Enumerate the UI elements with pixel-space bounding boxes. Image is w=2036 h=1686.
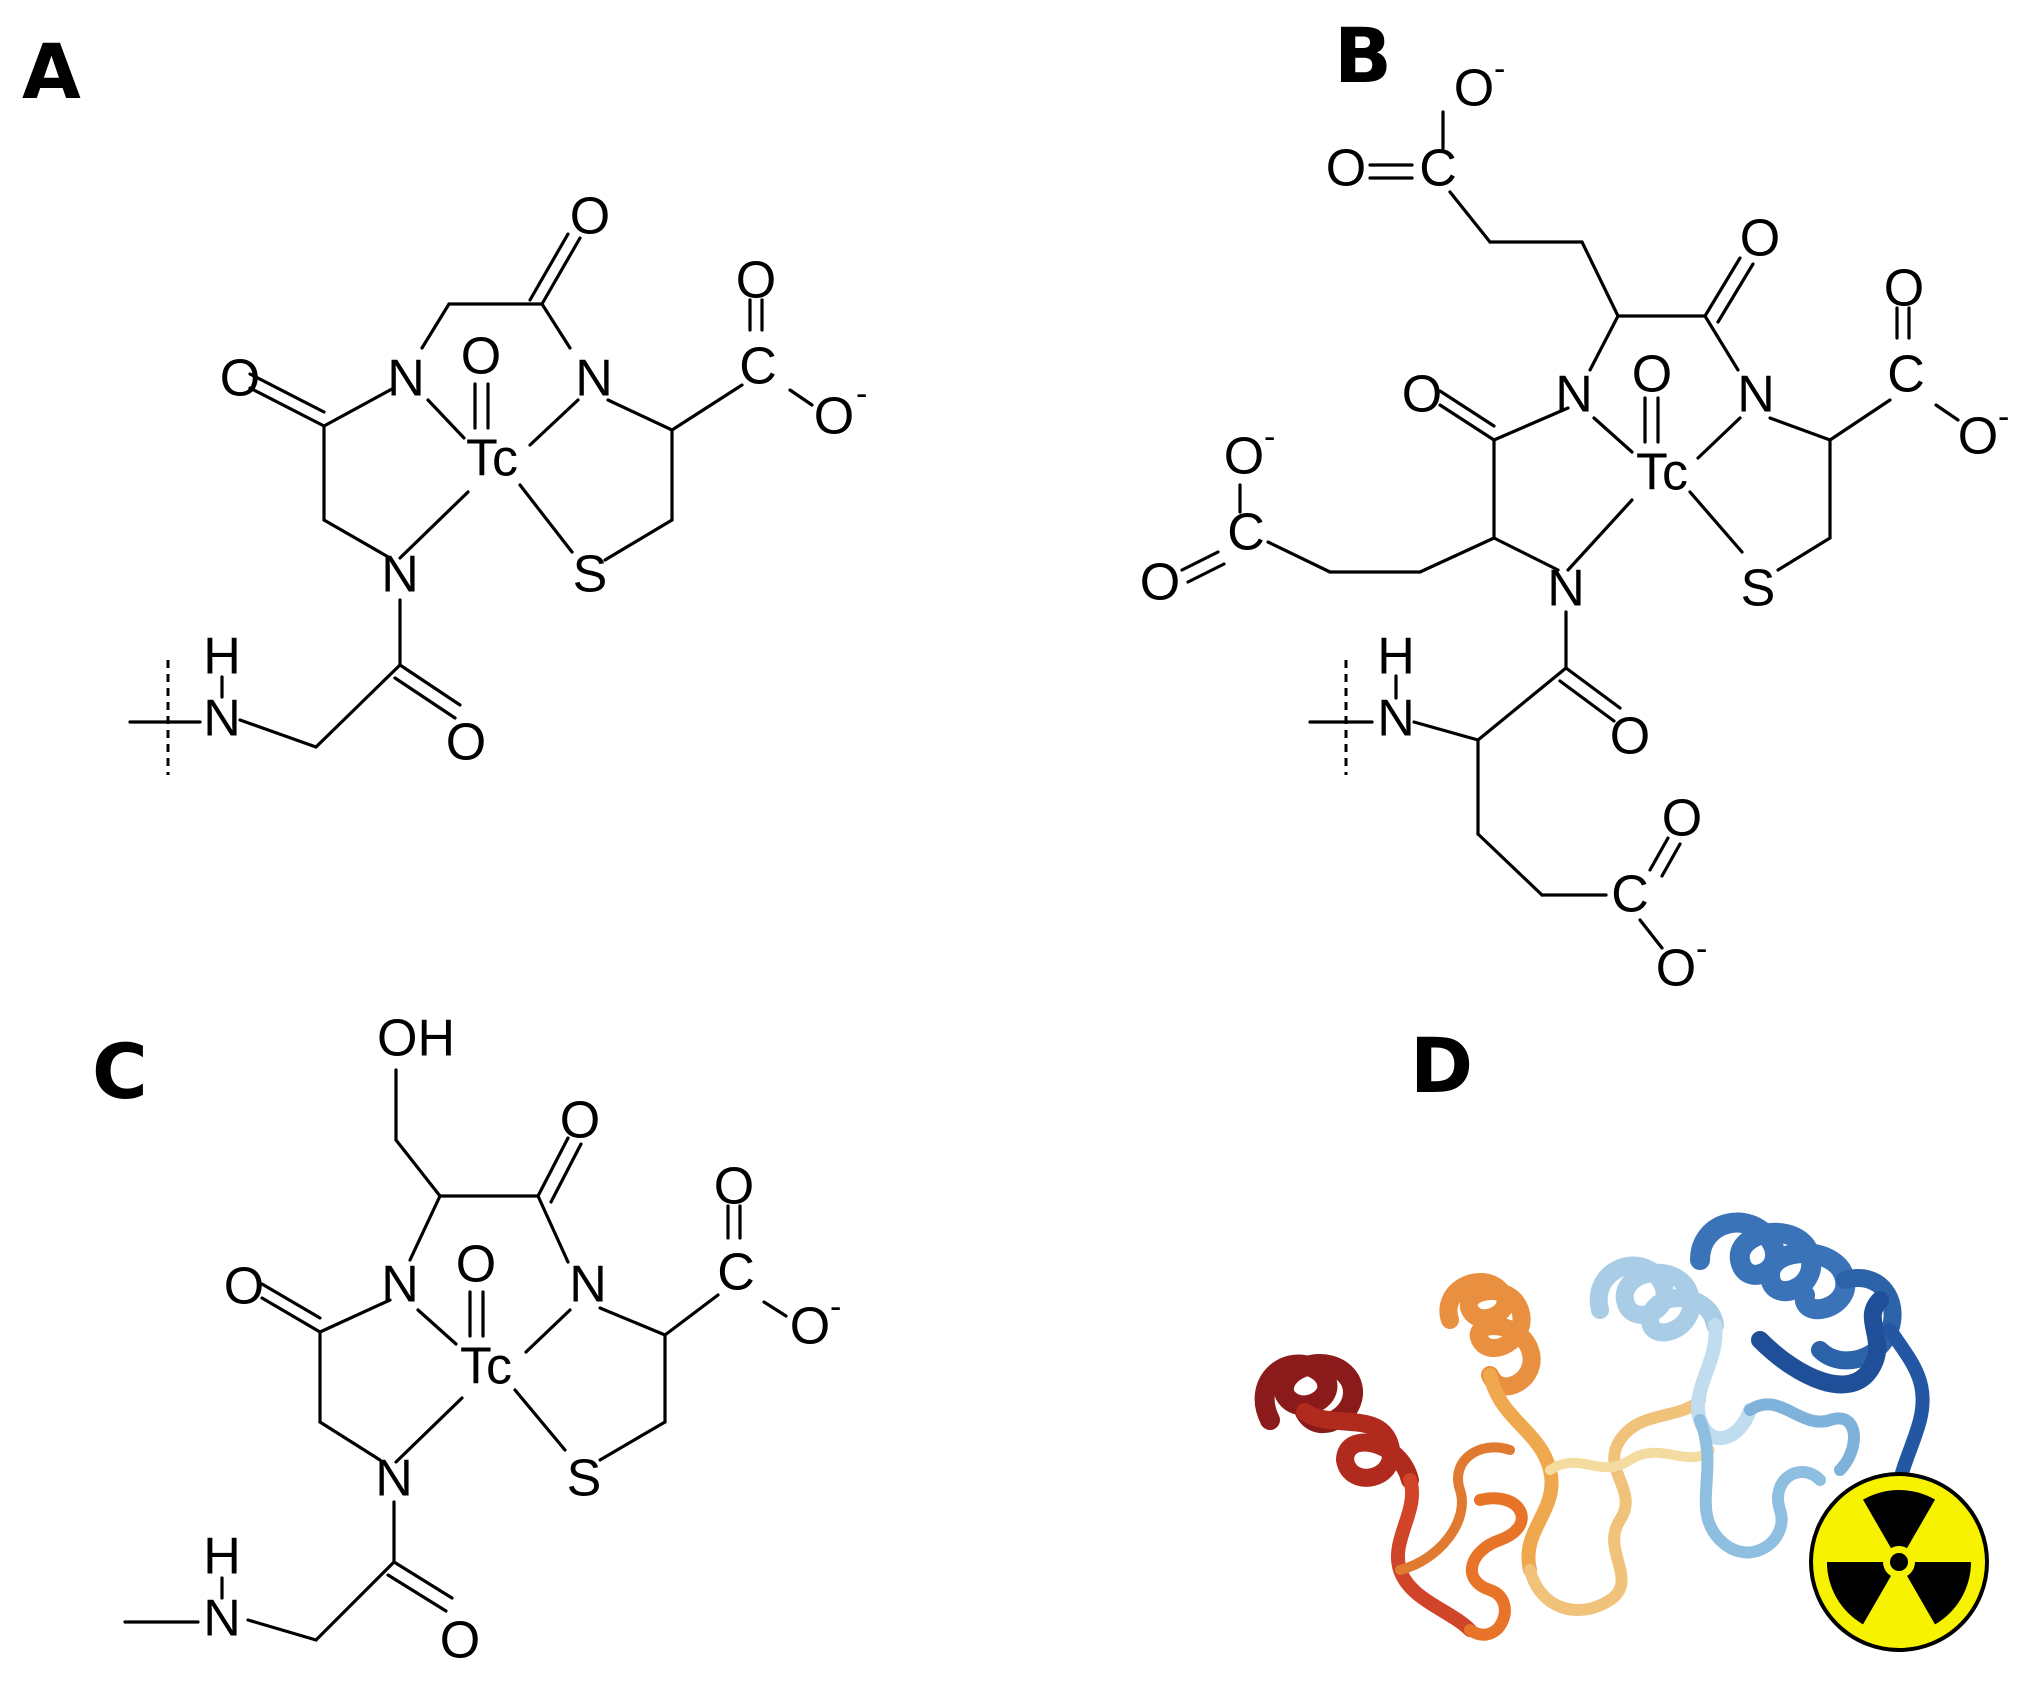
- panel-label-a: A: [22, 27, 81, 116]
- atom-n: N: [381, 1256, 419, 1314]
- atom-o: O: [1884, 260, 1924, 318]
- panel-label-d: D: [1410, 1021, 1473, 1110]
- panel-d: D: [1254, 1021, 1989, 1652]
- atom-o: O: [446, 714, 486, 772]
- atom-o: O: [1224, 428, 1264, 486]
- atom-o: O: [1610, 708, 1650, 766]
- atom-n: N: [575, 350, 613, 408]
- atom-h: H: [203, 628, 241, 686]
- panel-c-bonds: [123, 1068, 788, 1642]
- atom-c: C: [1611, 866, 1649, 924]
- atom-c: C: [1887, 346, 1925, 404]
- atom-n: N: [203, 690, 241, 748]
- atom-o: O: [440, 1612, 480, 1670]
- atom-n: N: [203, 1590, 241, 1648]
- atom-c: C: [1419, 140, 1457, 198]
- atom-oh: OH: [377, 1010, 455, 1068]
- charge-minus: -: [856, 375, 867, 413]
- atom-s: S: [1741, 560, 1776, 618]
- atom-n: N: [375, 1450, 413, 1508]
- atom-n: N: [381, 546, 419, 604]
- atom-n: N: [1377, 690, 1415, 748]
- atom-o: O: [1632, 346, 1672, 404]
- atom-o: O: [570, 188, 610, 246]
- atom-o: O: [1454, 60, 1494, 118]
- atom-c: C: [717, 1244, 755, 1302]
- atom-n: N: [1547, 560, 1585, 618]
- atom-tc: Tc: [460, 1338, 512, 1396]
- atom-h: H: [1377, 628, 1415, 686]
- protein-ribbon-icon: [1254, 1212, 1930, 1641]
- atom-n: N: [387, 350, 425, 408]
- panel-a-bonds: [128, 232, 814, 775]
- charge-minus: -: [1494, 50, 1505, 88]
- atom-o: O: [1662, 790, 1702, 848]
- atom-o: O: [456, 1236, 496, 1294]
- panel-label-b: B: [1334, 11, 1392, 100]
- atom-o: O: [1326, 140, 1366, 198]
- atom-tc: Tc: [466, 430, 518, 488]
- atom-o: O: [814, 388, 854, 446]
- panel-a: A: [22, 27, 867, 775]
- panel-b: B: [1140, 11, 2010, 998]
- atom-o: O: [461, 328, 501, 386]
- charge-minus: -: [1264, 418, 1275, 456]
- atom-o: O: [560, 1092, 600, 1150]
- atom-n: N: [569, 1256, 607, 1314]
- atom-o: O: [1656, 940, 1696, 998]
- atom-o: O: [736, 252, 776, 310]
- atom-o: O: [220, 350, 260, 408]
- atom-o: O: [790, 1298, 830, 1356]
- atom-n: N: [1555, 366, 1593, 424]
- atom-n: N: [1737, 366, 1775, 424]
- panel-b-bonds: [1180, 110, 1960, 950]
- charge-minus: -: [830, 1288, 841, 1326]
- atom-o: O: [714, 1158, 754, 1216]
- atom-s: S: [567, 1450, 602, 1508]
- atom-c: C: [739, 338, 777, 396]
- charge-minus: -: [1696, 930, 1707, 968]
- panel-label-c: C: [92, 1027, 148, 1116]
- atom-h: H: [203, 1528, 241, 1586]
- radiation-trefoil-icon: [1809, 1472, 1989, 1652]
- atom-o: O: [1402, 366, 1442, 424]
- panel-c: C: [92, 1010, 841, 1670]
- atom-tc: Tc: [1636, 444, 1688, 502]
- charge-minus: -: [1998, 398, 2009, 436]
- atom-o: O: [1958, 408, 1998, 466]
- atom-s: S: [573, 546, 608, 604]
- atom-o: O: [1140, 554, 1180, 612]
- atom-o: O: [224, 1258, 264, 1316]
- atom-c: C: [1227, 504, 1265, 562]
- atom-o: O: [1740, 210, 1780, 268]
